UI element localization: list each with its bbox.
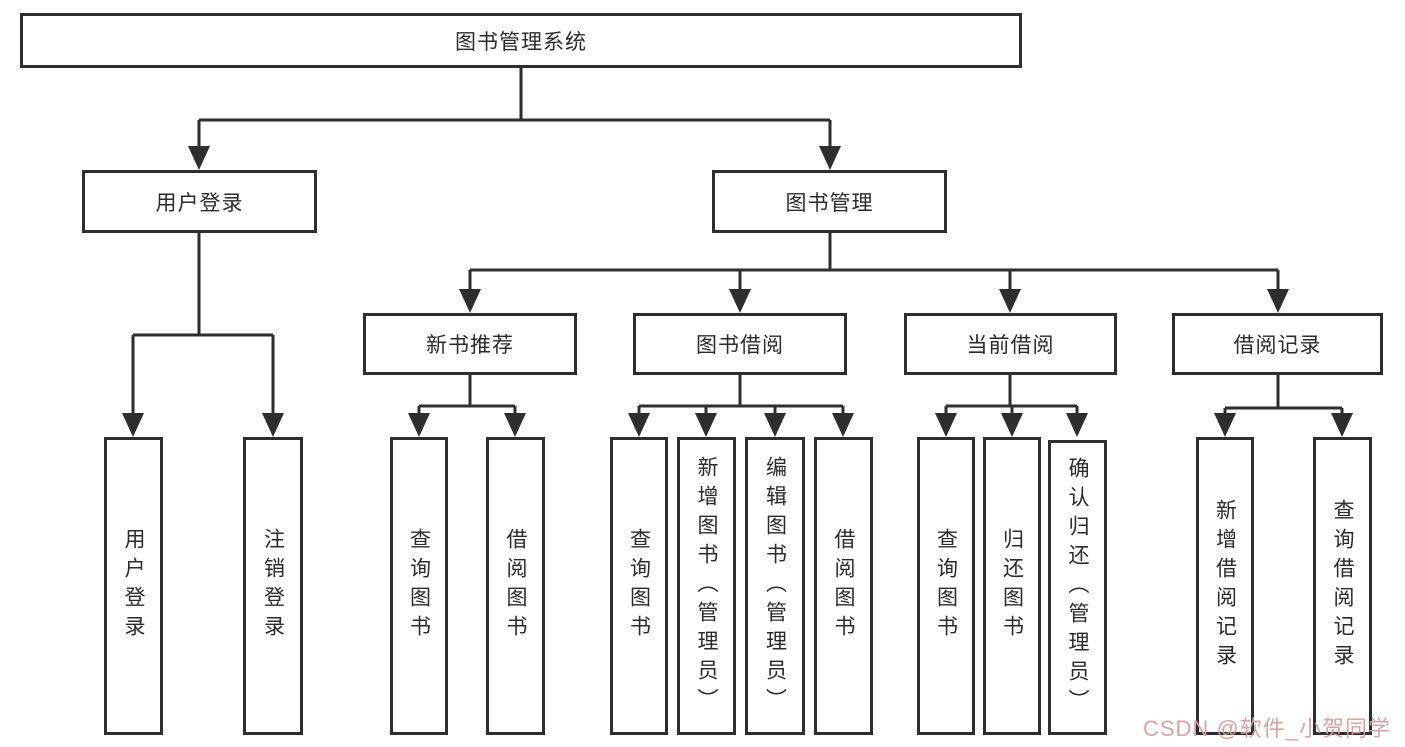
arrowhead-icon [764,413,786,437]
arrowhead-icon [1214,413,1236,437]
node-book-management: 图书管理 [712,170,947,233]
arrowhead-icon [262,413,284,437]
connector-user-login-to-leaves [131,233,275,415]
leaf-query-books-current: 查询图书 [917,437,975,735]
node-borrowing-records: 借阅记录 [1172,313,1383,375]
connector-root-to-level1 [197,68,832,148]
arrowhead-icon [628,413,650,437]
arrowhead-icon [1331,413,1353,437]
node-book-borrowing: 图书借阅 [633,313,847,375]
node-user-login: 用户登录 [82,170,317,233]
leaf-confirm-return-admin: 确认归还（管理员） [1048,440,1107,735]
arrowhead-icon [1267,289,1289,313]
leaf-logout: 注销登录 [243,437,303,735]
connector-borrow-record-to-leaves [1223,375,1344,415]
leaf-borrow-books-newbook: 借阅图书 [486,437,545,735]
connector-new-book-to-leaves [417,375,517,415]
leaf-add-borrow-record: 新增借阅记录 [1196,437,1254,735]
leaf-query-books-borrow: 查询图书 [610,437,668,735]
arrowheads [122,146,1353,437]
leaf-return-books: 归还图书 [983,437,1041,735]
arrowhead-icon [188,146,210,170]
csdn-watermark: CSDN @软件_小贺同学 [1142,716,1391,741]
arrowhead-icon [695,413,717,437]
arrowhead-icon [729,289,751,313]
node-current-borrowing: 当前借阅 [904,313,1117,375]
leaf-user-login: 用户登录 [104,437,163,735]
arrowhead-icon [459,289,481,313]
arrowhead-icon [819,146,841,170]
arrowhead-icon [122,413,144,437]
arrowhead-icon [935,413,957,437]
leaf-query-books-newbook: 查询图书 [390,437,448,735]
node-new-book-recommendation: 新书推荐 [363,313,577,375]
arrowhead-icon [1001,413,1023,437]
leaf-query-borrow-record: 查询借阅记录 [1313,437,1372,735]
connector-book-mgmt-to-level2 [468,233,1280,291]
leaf-add-books-admin: 新增图书（管理员） [677,437,736,735]
arrowhead-icon [408,413,430,437]
node-library-management-system: 图书管理系统 [20,13,1022,68]
leaf-borrow-books-borrow: 借阅图书 [814,437,873,735]
arrowhead-icon [1066,413,1088,437]
arrowhead-icon [832,413,854,437]
leaf-edit-books-admin: 编辑图书（管理员） [745,437,805,735]
connector-current-borrow-to-leaves [944,375,1079,415]
arrowhead-icon [504,413,526,437]
connector-book-borrow-to-leaves [637,375,845,415]
arrowhead-icon [999,289,1021,313]
